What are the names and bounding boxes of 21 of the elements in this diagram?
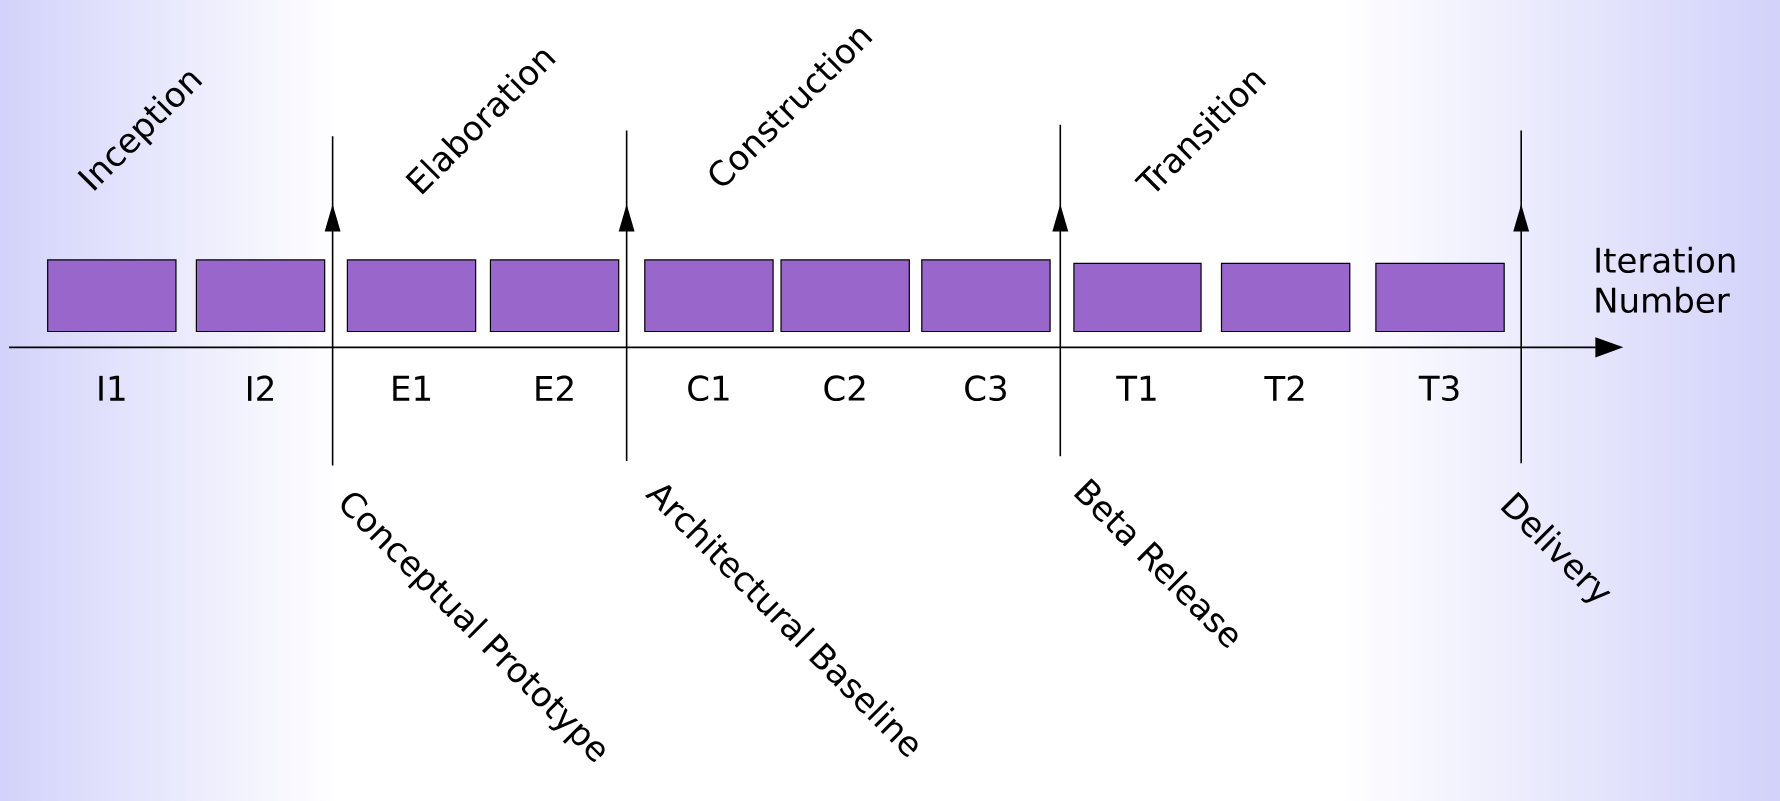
iteration-box	[346, 259, 477, 332]
iteration-box	[1375, 262, 1505, 332]
iteration-label: C1	[688, 375, 729, 401]
iteration-box	[195, 259, 326, 332]
iteration-label: C2	[824, 375, 865, 401]
iteration-box	[921, 259, 1051, 332]
iteration-box	[1220, 262, 1351, 332]
iteration-box	[644, 259, 774, 332]
iteration-label: C3	[965, 375, 1006, 401]
iteration-label: T1	[1116, 375, 1156, 401]
iteration-label: E2	[536, 375, 573, 401]
iteration-label: I1	[99, 375, 125, 401]
iteration-label: E1	[393, 375, 430, 401]
iteration-label: T2	[1264, 375, 1304, 401]
iteration-box	[1073, 262, 1202, 332]
iteration-box	[780, 259, 910, 332]
axis-label: Iteration Number	[1596, 246, 1735, 313]
iteration-label: I2	[248, 375, 273, 401]
iteration-box	[489, 259, 620, 332]
iteration-label: T3	[1418, 375, 1459, 401]
iteration-box	[47, 259, 177, 332]
